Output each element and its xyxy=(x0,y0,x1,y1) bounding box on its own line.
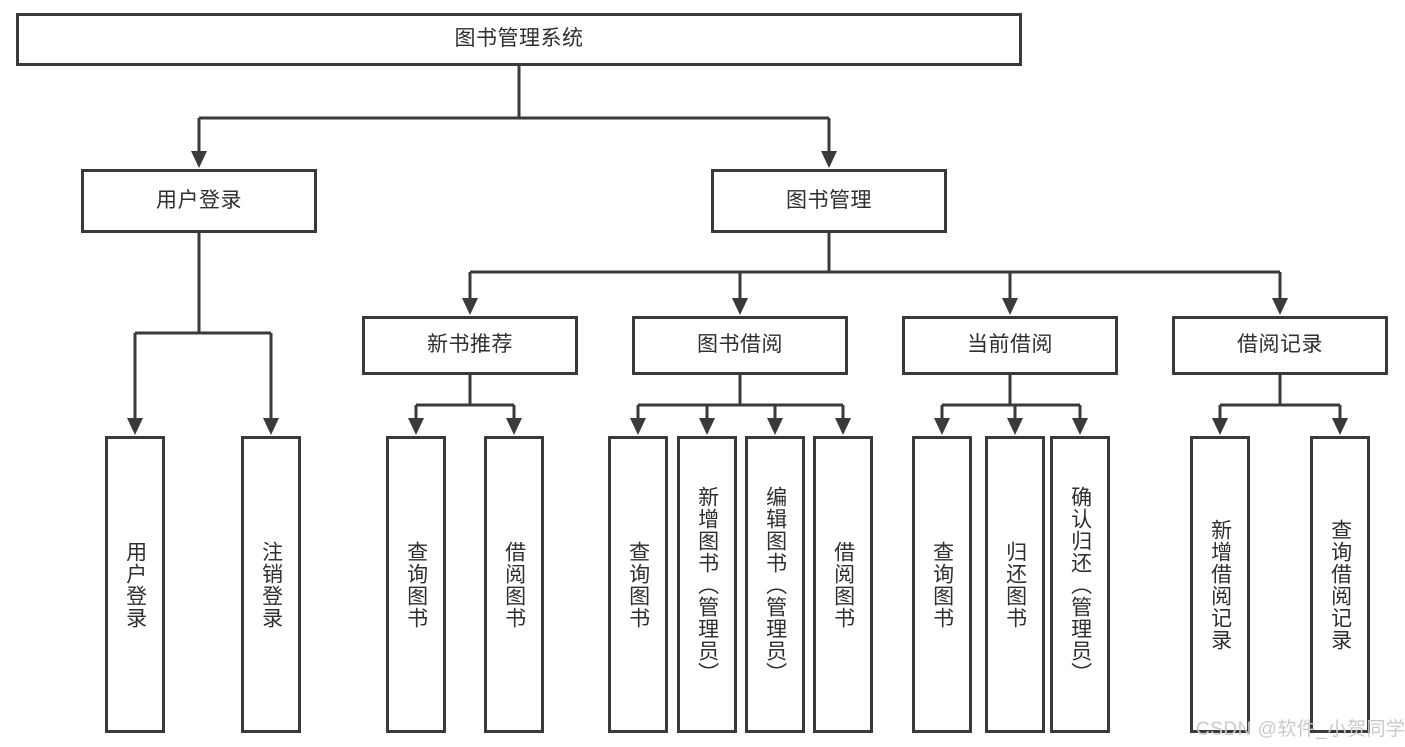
node-label: 当前借阅 xyxy=(967,333,1053,357)
node-newbook[interactable]: 新书推荐 xyxy=(362,316,578,375)
node-label: 借阅记录 xyxy=(1237,333,1323,357)
node-label: 新书推荐 xyxy=(427,333,513,357)
node-leaf-1[interactable]: 用户登录 xyxy=(105,436,165,733)
node-root[interactable]: 图书管理系统 xyxy=(16,13,1022,66)
node-leaf-8[interactable]: 借阅图书 xyxy=(813,436,873,733)
node-leaf-2[interactable]: 注销登录 xyxy=(241,436,301,733)
node-label: 查询借阅记录 xyxy=(1328,518,1352,651)
node-leaf-11[interactable]: 确认归还（管理员） xyxy=(1050,436,1110,733)
node-label: 新增图书（管理员） xyxy=(695,485,719,684)
csdn-watermark: CSDN @软件_小贺同学 xyxy=(1196,719,1405,740)
node-label: 编辑图书（管理员） xyxy=(763,485,787,684)
node-leaf-12[interactable]: 新增借阅记录 xyxy=(1190,436,1250,733)
node-leaf-4[interactable]: 借阅图书 xyxy=(484,436,544,733)
node-leaf-9[interactable]: 查询图书 xyxy=(912,436,972,733)
node-label: 借阅图书 xyxy=(502,540,526,629)
node-label: 图书管理 xyxy=(786,188,872,212)
node-label: 图书借阅 xyxy=(697,333,783,357)
node-login[interactable]: 用户登录 xyxy=(81,169,317,233)
node-leaf-6[interactable]: 新增图书（管理员） xyxy=(677,436,737,733)
node-records[interactable]: 借阅记录 xyxy=(1172,316,1388,375)
node-current[interactable]: 当前借阅 xyxy=(902,316,1118,375)
node-leaf-5[interactable]: 查询图书 xyxy=(608,436,668,733)
node-leaf-10[interactable]: 归还图书 xyxy=(985,436,1045,733)
node-label: 用户登录 xyxy=(156,188,242,212)
node-label: 查询图书 xyxy=(626,540,650,629)
node-label: 注销登录 xyxy=(259,540,283,629)
node-label: 图书管理系统 xyxy=(454,27,584,51)
node-leaf-3[interactable]: 查询图书 xyxy=(386,436,446,733)
node-label: 借阅图书 xyxy=(831,540,855,629)
node-label: 用户登录 xyxy=(123,540,147,629)
node-leaf-13[interactable]: 查询借阅记录 xyxy=(1310,436,1370,733)
node-label: 查询图书 xyxy=(404,540,428,629)
node-label: 确认归还（管理员） xyxy=(1068,485,1092,684)
node-label: 归还图书 xyxy=(1003,540,1027,629)
node-bookmgmt[interactable]: 图书管理 xyxy=(711,169,947,233)
node-label: 新增借阅记录 xyxy=(1208,518,1232,651)
node-label: 查询图书 xyxy=(930,540,954,629)
node-borrow[interactable]: 图书借阅 xyxy=(632,316,848,375)
node-leaf-7[interactable]: 编辑图书（管理员） xyxy=(745,436,805,733)
